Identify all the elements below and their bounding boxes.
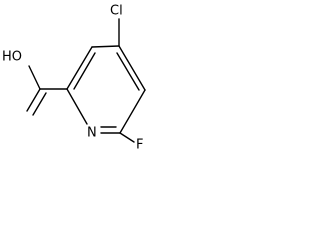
bond-c2-c3 [66,46,93,90]
structural-formula: HO Cl N F [2,4,146,153]
bond-c5-c6 [119,89,146,134]
bond-c4-c5-inner [116,52,140,91]
bond-n-c2 [66,88,88,125]
bond-c3-c4 [91,45,120,48]
carboxyl-group [26,65,68,116]
bond-c4-c5 [118,45,146,91]
bond-carbonyl-outer [26,88,41,112]
hydroxyl-label: HO [2,50,22,65]
bond-c-oh [28,65,41,90]
pyridine-ring [66,45,146,134]
fluorine-label: F [136,138,143,153]
chlorine-label: Cl [110,4,123,19]
bond-carbonyl-inner [32,92,47,116]
bond-c2-c3-inner [73,52,96,90]
nitrogen-label: N [87,126,97,141]
bond-c6-f [119,132,135,143]
